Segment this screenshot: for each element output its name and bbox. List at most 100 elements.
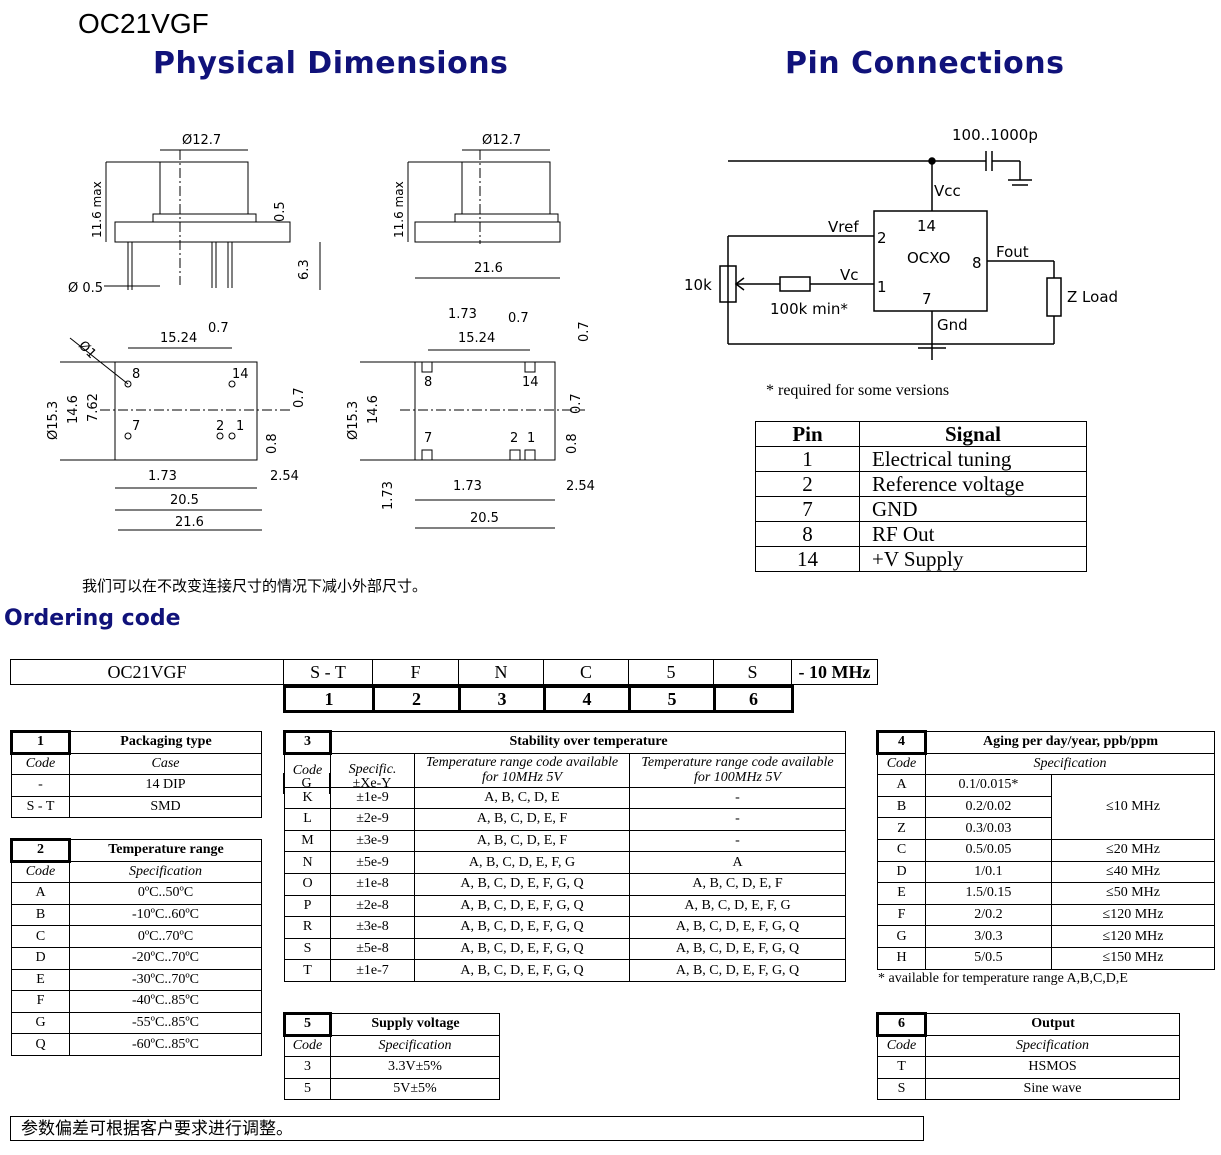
spec-cell: 1/0.1 — [925, 860, 1052, 884]
stability-code-g: G — [283, 773, 330, 794]
pin-label-7-a: 7 — [132, 419, 140, 434]
code-cell: B — [11, 903, 70, 927]
frequency-cell: ≤50 MHz — [1051, 882, 1215, 905]
chinese-note-parameters: 参数偏差可根据客户要求进行调整。 — [10, 1116, 924, 1141]
code-cell: Z — [877, 817, 926, 840]
column-header: Code — [284, 1034, 331, 1058]
column-header: Temperature range code available for 100… — [629, 752, 846, 788]
dim-153-b: Ø15.3 — [346, 401, 361, 440]
order-cell-2: F — [372, 659, 459, 685]
capacitor-label: 100..1000p — [952, 126, 1038, 144]
range-10mhz-cell: A, B, C, D, E, F, G, Q — [414, 959, 630, 982]
chinese-note-dimensions: 我们可以在不改变连接尺寸的情况下减小外部尺寸。 — [82, 579, 428, 595]
dimension-drawings: Ø12.7 11.6 max 0.5 6.3 Ø 0.5 Ø12.7 11.6 … — [46, 133, 595, 531]
table-row: Q-60ºC..85ºC — [11, 1033, 262, 1056]
code-cell: T — [284, 959, 331, 982]
position-2: 2 — [372, 685, 461, 713]
column-header: Temperature range code available for 10M… — [414, 752, 630, 788]
vref-label: Vref — [828, 218, 859, 236]
dim-1524-a: 15.24 — [160, 331, 197, 346]
code-cell: 3 — [284, 1056, 331, 1079]
pin-connections-title: Pin Connections — [785, 46, 1065, 81]
dim-d127-a: Ø12.7 — [182, 133, 221, 148]
schematic-pin-1: 1 — [877, 278, 887, 296]
dim-762: 7.62 — [86, 393, 101, 422]
frequency-cell: ≤150 MHz — [1051, 946, 1215, 970]
table-row: B-10ºC..60ºC — [11, 903, 262, 927]
column-header: Code — [877, 752, 926, 776]
spec-cell: ±1e-8 — [330, 872, 415, 896]
order-code-bar: OC21VGF S - T F N C 5 S - 10 MHz — [10, 659, 878, 685]
frequency-cell: ≤120 MHz — [1051, 903, 1215, 927]
spec-cell: HSMOS — [925, 1056, 1180, 1079]
column-header: Specification — [925, 1034, 1180, 1058]
table-number: 4 — [876, 730, 927, 755]
code-cell: R — [284, 916, 331, 939]
side-view-dip: Ø12.7 11.6 max 0.5 6.3 Ø 0.5 — [68, 133, 321, 296]
dim-07-a: 0.7 — [208, 321, 229, 336]
frequency-cell: ≤20 MHz — [1051, 838, 1215, 862]
code-cell: N — [284, 851, 331, 874]
column-header: Specification — [925, 752, 1215, 776]
dim-216-a: 21.6 — [175, 515, 204, 530]
spec-cell: 0.2/0.02 — [925, 795, 1052, 819]
spec-cell: -60ºC..85ºC — [69, 1033, 262, 1056]
aging-footnote: * available for temperature range A,B,C,… — [878, 971, 1128, 986]
pin-cell: 8 — [755, 521, 860, 547]
resistor-10k-label: 10k — [684, 276, 712, 294]
dim-216-b: 21.6 — [474, 261, 503, 276]
order-frequency-cell: - 10 MHz — [791, 659, 878, 685]
order-cell-1: S - T — [283, 659, 373, 685]
code-cell: F — [11, 990, 70, 1013]
side-view-smd: Ø12.7 11.6 max 21.6 — [392, 133, 561, 279]
code-cell: G — [877, 925, 926, 948]
gnd-label: Gnd — [937, 316, 968, 334]
table-row: -14 DIP — [11, 774, 262, 797]
schematic-pin-8: 8 — [972, 254, 982, 272]
column-header: Code — [284, 752, 331, 788]
pin-label-14-b: 14 — [522, 375, 539, 390]
order-cell-5: 5 — [628, 659, 714, 685]
table-title: Packaging type — [69, 731, 262, 754]
spec-cell: ±2e-8 — [330, 894, 415, 918]
dim-254-b: 2.54 — [566, 479, 595, 494]
spec-cell: 5/0.5 — [925, 946, 1052, 970]
vcc-label: Vcc — [934, 182, 961, 200]
range-10mhz-cell: A, B, C, D, E, F — [414, 829, 630, 853]
code-cell: - — [11, 774, 70, 797]
top-view-smd: 1.73 0.7 15.24 0.7 Ø15.3 14.6 0.7 0.8 1.… — [346, 307, 595, 529]
spec-cell: 0ºC..50ºC — [69, 882, 262, 905]
dim-153-a: Ø15.3 — [46, 401, 61, 440]
table-row: 14+V Supply — [755, 546, 1087, 572]
signal-cell: GND — [859, 496, 1087, 522]
dim-07-c: 0.7 — [508, 311, 529, 326]
code-cell: S — [284, 937, 331, 961]
code-cell: Q — [11, 1033, 70, 1056]
dim-07-b: 0.7 — [292, 387, 307, 408]
dim-d127-b: Ø12.7 — [482, 133, 521, 148]
position-6: 6 — [713, 685, 794, 713]
schematic-pin-2: 2 — [877, 229, 887, 247]
column-header: Specification — [330, 1034, 500, 1058]
dim-08-b: 0.8 — [565, 433, 580, 454]
code-cell: P — [284, 894, 331, 918]
code-cell: G — [11, 1011, 70, 1035]
code-cell: E — [11, 968, 70, 992]
spec-cell: 0.5/0.05 — [925, 838, 1052, 862]
pin-cell: 14 — [755, 546, 860, 572]
table-number: 6 — [876, 1012, 927, 1037]
frequency-cell: ≤40 MHz — [1051, 860, 1215, 884]
table-title: Temperature range — [69, 839, 262, 862]
